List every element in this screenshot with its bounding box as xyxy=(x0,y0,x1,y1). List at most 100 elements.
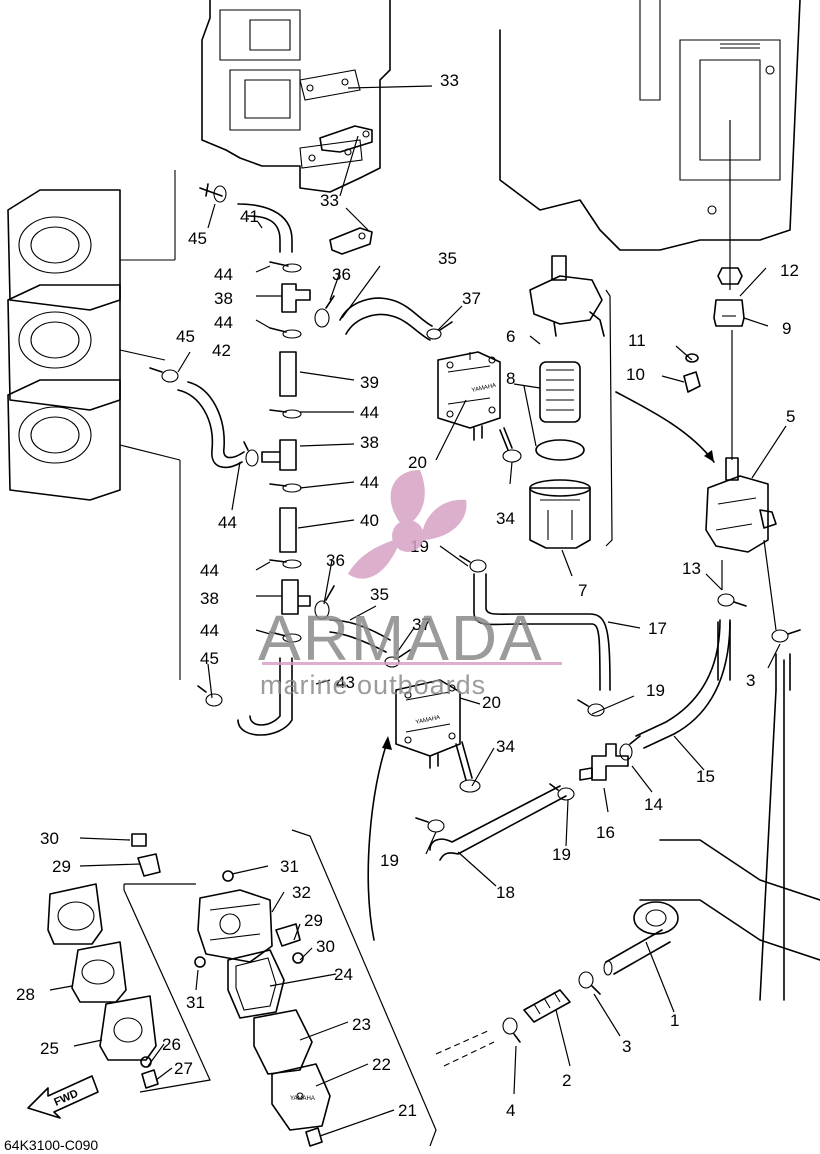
clip-13 xyxy=(717,593,747,607)
hose-43 xyxy=(237,657,293,736)
pump-brand-label-cover: YAMAHA xyxy=(290,1096,315,1102)
hose-39 xyxy=(279,351,297,397)
callout-19: 19 xyxy=(380,851,399,870)
washer-11 xyxy=(685,353,699,363)
callout-35: 35 xyxy=(370,585,389,604)
callout-44: 44 xyxy=(200,561,219,580)
clip-36-upper xyxy=(314,295,335,328)
callout-14: 14 xyxy=(644,795,663,814)
cover-22: YAMAHA xyxy=(271,1063,331,1131)
fitting-29-right xyxy=(275,923,301,947)
connector-2 xyxy=(523,989,571,1023)
callout-39: 39 xyxy=(360,373,379,392)
clip-4 xyxy=(502,1017,521,1043)
t-joint-38-mid xyxy=(261,439,297,471)
callout-30: 30 xyxy=(40,829,59,848)
bolt-34-lower xyxy=(455,741,481,793)
clip-37-upper xyxy=(426,321,453,340)
callout-15: 15 xyxy=(696,767,715,786)
gasket-33-upper xyxy=(319,125,373,153)
diaphragm-23 xyxy=(253,1009,313,1075)
fuel-pump-20-upper: YAMAHA xyxy=(437,351,501,441)
callout-9: 9 xyxy=(782,319,791,338)
callout-44: 44 xyxy=(360,473,379,492)
bolt-34-upper xyxy=(499,427,522,463)
callout-10: 10 xyxy=(626,365,645,384)
callout-18: 18 xyxy=(496,883,515,902)
clip-3-right xyxy=(771,629,801,643)
gasket-24 xyxy=(227,949,285,1019)
callout-42: 42 xyxy=(212,341,231,360)
callout-34: 34 xyxy=(496,509,515,528)
screw-21 xyxy=(305,1127,323,1147)
pump-subassembly-bracket xyxy=(123,829,437,1147)
t-joint-38-bottom xyxy=(281,579,311,615)
filter-element-6 xyxy=(539,361,581,423)
callout-32: 32 xyxy=(292,883,311,902)
watermark-tagline: marine outboards xyxy=(260,670,486,700)
callout-23: 23 xyxy=(352,1015,371,1034)
callout-31: 31 xyxy=(280,857,299,876)
hose-dashed xyxy=(435,1029,495,1067)
filter-head xyxy=(529,255,605,337)
callout-30: 30 xyxy=(316,937,335,956)
callout-2: 2 xyxy=(562,1071,571,1090)
callout-44: 44 xyxy=(214,313,233,332)
callout-20: 20 xyxy=(482,693,501,712)
hose-18 xyxy=(429,785,567,861)
clip-19-lower-mid xyxy=(549,783,575,801)
callout-12: 12 xyxy=(780,261,799,280)
callout-8: 8 xyxy=(506,369,515,388)
callout-5: 5 xyxy=(786,407,795,426)
callout-20: 20 xyxy=(408,453,427,472)
nut-12 xyxy=(717,267,743,285)
callout-45: 45 xyxy=(200,649,219,668)
bolt-10 xyxy=(683,371,701,393)
flow-arrows xyxy=(367,391,715,941)
callout-22: 22 xyxy=(372,1055,391,1074)
clip-44-1 xyxy=(269,261,302,273)
callout-28: 28 xyxy=(16,985,35,1004)
callout-25: 25 xyxy=(40,1039,59,1058)
hose-1 xyxy=(603,929,671,976)
callout-44: 44 xyxy=(360,403,379,422)
callout-38: 38 xyxy=(214,289,233,308)
hose-35-lower xyxy=(329,619,391,653)
callout-33: 33 xyxy=(320,191,339,210)
clip-44-2 xyxy=(269,327,302,339)
callout-33: 33 xyxy=(440,71,459,90)
gasket-33-lower xyxy=(329,227,373,255)
callout-4: 4 xyxy=(506,1101,515,1120)
clip-44-4 xyxy=(269,483,302,493)
armada-watermark: ARMADA marine outboards xyxy=(258,470,562,700)
clip-19-right xyxy=(577,699,605,717)
check-valve-26 xyxy=(140,1056,152,1068)
pump-body-32 xyxy=(197,889,273,963)
gasket-28 xyxy=(47,883,103,945)
callout-16: 16 xyxy=(596,823,615,842)
clip-36-lower xyxy=(314,585,335,620)
callout-44: 44 xyxy=(214,265,233,284)
callout-11: 11 xyxy=(628,331,646,350)
watermark-underline xyxy=(262,662,562,665)
callout-6: 6 xyxy=(506,327,515,346)
t-joint-38-top xyxy=(281,283,311,313)
callout-41: 41 xyxy=(240,207,259,226)
plate-28 xyxy=(71,941,127,1003)
filter-bracket-line xyxy=(605,289,613,547)
callout-29: 29 xyxy=(304,911,323,930)
callout-19: 19 xyxy=(552,845,571,864)
screw-31-top xyxy=(222,870,234,882)
clip-44-side xyxy=(243,441,259,467)
hose-17 xyxy=(473,573,611,691)
diagram-code: 64K3100-C090 xyxy=(4,1137,98,1153)
callout-31: 31 xyxy=(186,993,205,1012)
clip-3-lower xyxy=(578,971,601,995)
callout-29: 29 xyxy=(52,857,71,876)
hose-42 xyxy=(177,381,245,469)
callout-numbers: 33 33 45 41 35 44 36 38 37 44 45 42 39 4… xyxy=(16,71,799,1120)
screw-31-left xyxy=(194,956,206,968)
fwd-arrow-icon: FWD xyxy=(27,1075,99,1119)
screw-30-top xyxy=(131,833,147,847)
callout-19: 19 xyxy=(646,681,665,700)
